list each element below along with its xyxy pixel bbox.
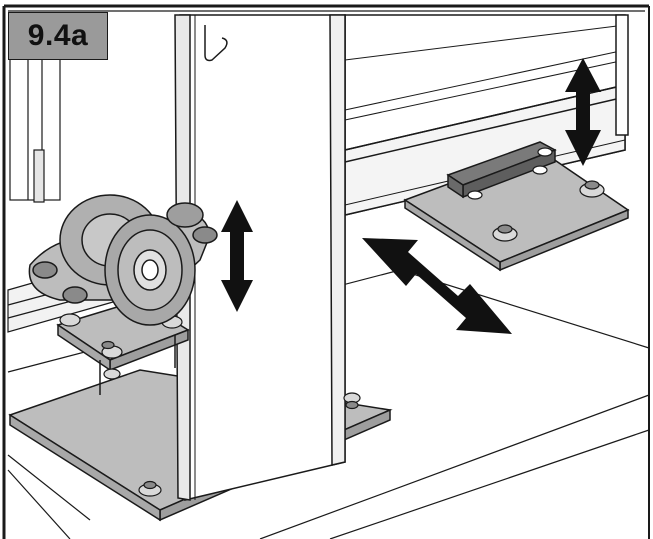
frame-border xyxy=(2,4,650,539)
column-base-bolts xyxy=(138,392,361,497)
vertical-adjust-arrow-icon xyxy=(565,58,601,166)
vertical-adjust-arrow-icon xyxy=(221,200,253,312)
figure-label: 9.4a xyxy=(8,12,108,60)
right-plate-bolts xyxy=(467,147,605,242)
guide-roller-wheels xyxy=(28,194,218,326)
diagonal-adjust-arrow-icon xyxy=(362,238,512,334)
roller-bracket-bolts xyxy=(59,313,183,380)
right-base-plate xyxy=(403,141,630,272)
